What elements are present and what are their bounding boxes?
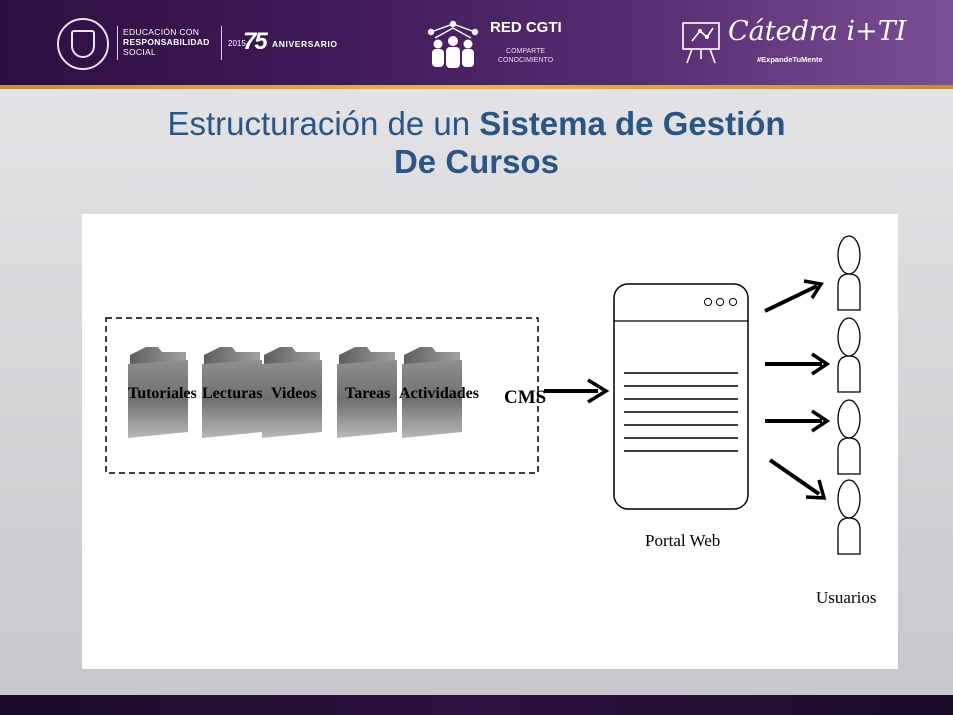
university-seal-icon (57, 18, 109, 70)
window-dot-icon (715, 297, 725, 307)
folder-label: Tareas (345, 385, 390, 402)
folder-front (128, 360, 188, 438)
folder-front (402, 360, 462, 438)
diagram-panel: Tutoriales Lecturas Videos Tareas Actividade… (82, 214, 898, 669)
user-figures (837, 235, 861, 555)
folder-group: Tutoriales Lecturas Videos Tareas Actividade… (128, 347, 479, 438)
title-bold-line1: Sistema de Gestión (479, 105, 786, 142)
catedra-name: Cátedra i+TI (728, 16, 907, 47)
title-bold-line2: De Cursos (393, 143, 560, 180)
logo-divider (117, 26, 118, 60)
anniversary-text: ANIVERSARIO (272, 39, 338, 49)
folder-front (337, 360, 397, 438)
cms-diagram: Tutoriales Lecturas Videos Tareas Actividade… (105, 235, 876, 607)
folder-tareas: Tareas (337, 347, 397, 438)
arrow-cms-to-portal (544, 378, 610, 404)
arrows-to-users (764, 279, 831, 500)
cms-label: CMS (504, 387, 546, 408)
folder-lecturas: Lecturas (202, 347, 262, 438)
slide-title: Estructuración de un Sistema de Gestión … (40, 105, 913, 181)
user-icon (837, 399, 861, 475)
user-icon (837, 235, 861, 311)
title-prefix: Estructuración de un (167, 105, 480, 142)
folder-tutoriales: Tutoriales (128, 347, 197, 438)
cms-dashed-box (105, 317, 539, 474)
usuarios-label: Usuarios (816, 588, 876, 607)
education-logo-text: EDUCACIÓN CON RESPONSABILIDAD SOCIAL (123, 27, 210, 57)
cgti-subtitle: COMPARTE CONOCIMIENTO (498, 47, 553, 65)
anniversary-number: 75 (243, 28, 268, 55)
education-line2: RESPONSABILIDAD (123, 37, 210, 47)
portal-web-window (613, 283, 749, 510)
catedra-tagline: #ExpandeTuMente (757, 55, 823, 64)
user-icon (837, 317, 861, 393)
folder-label: Videos (271, 385, 317, 402)
portal-web-label: Portal Web (645, 531, 720, 550)
cgti-sub1: COMPARTE (506, 48, 546, 55)
user-icon (837, 479, 861, 555)
folder-front (202, 360, 262, 438)
folder-front (262, 360, 322, 438)
year-text: 2015 (228, 39, 246, 48)
footer-bar (0, 695, 953, 715)
window-dot-icon (703, 297, 713, 307)
window-dot-icon (728, 297, 738, 307)
folder-videos: Videos (262, 347, 322, 438)
folder-label: Lecturas (202, 385, 262, 402)
folder-actividades: Actividades (399, 347, 479, 438)
folder-label: Tutoriales (128, 385, 197, 402)
header-banner: EDUCACIÓN CON RESPONSABILIDAD SOCIAL 201… (0, 0, 953, 85)
people-network-icon (427, 20, 479, 68)
education-line3: SOCIAL (123, 47, 156, 57)
logo-divider (221, 26, 222, 60)
cgti-name: RED CGTI (490, 19, 562, 36)
presentation-board-icon (682, 22, 720, 64)
cgti-sub2: CONOCIMIENTO (498, 57, 554, 64)
folder-label: Actividades (399, 385, 479, 402)
header-accent-stripe (0, 85, 953, 89)
education-line1: EDUCACIÓN CON (123, 27, 200, 37)
